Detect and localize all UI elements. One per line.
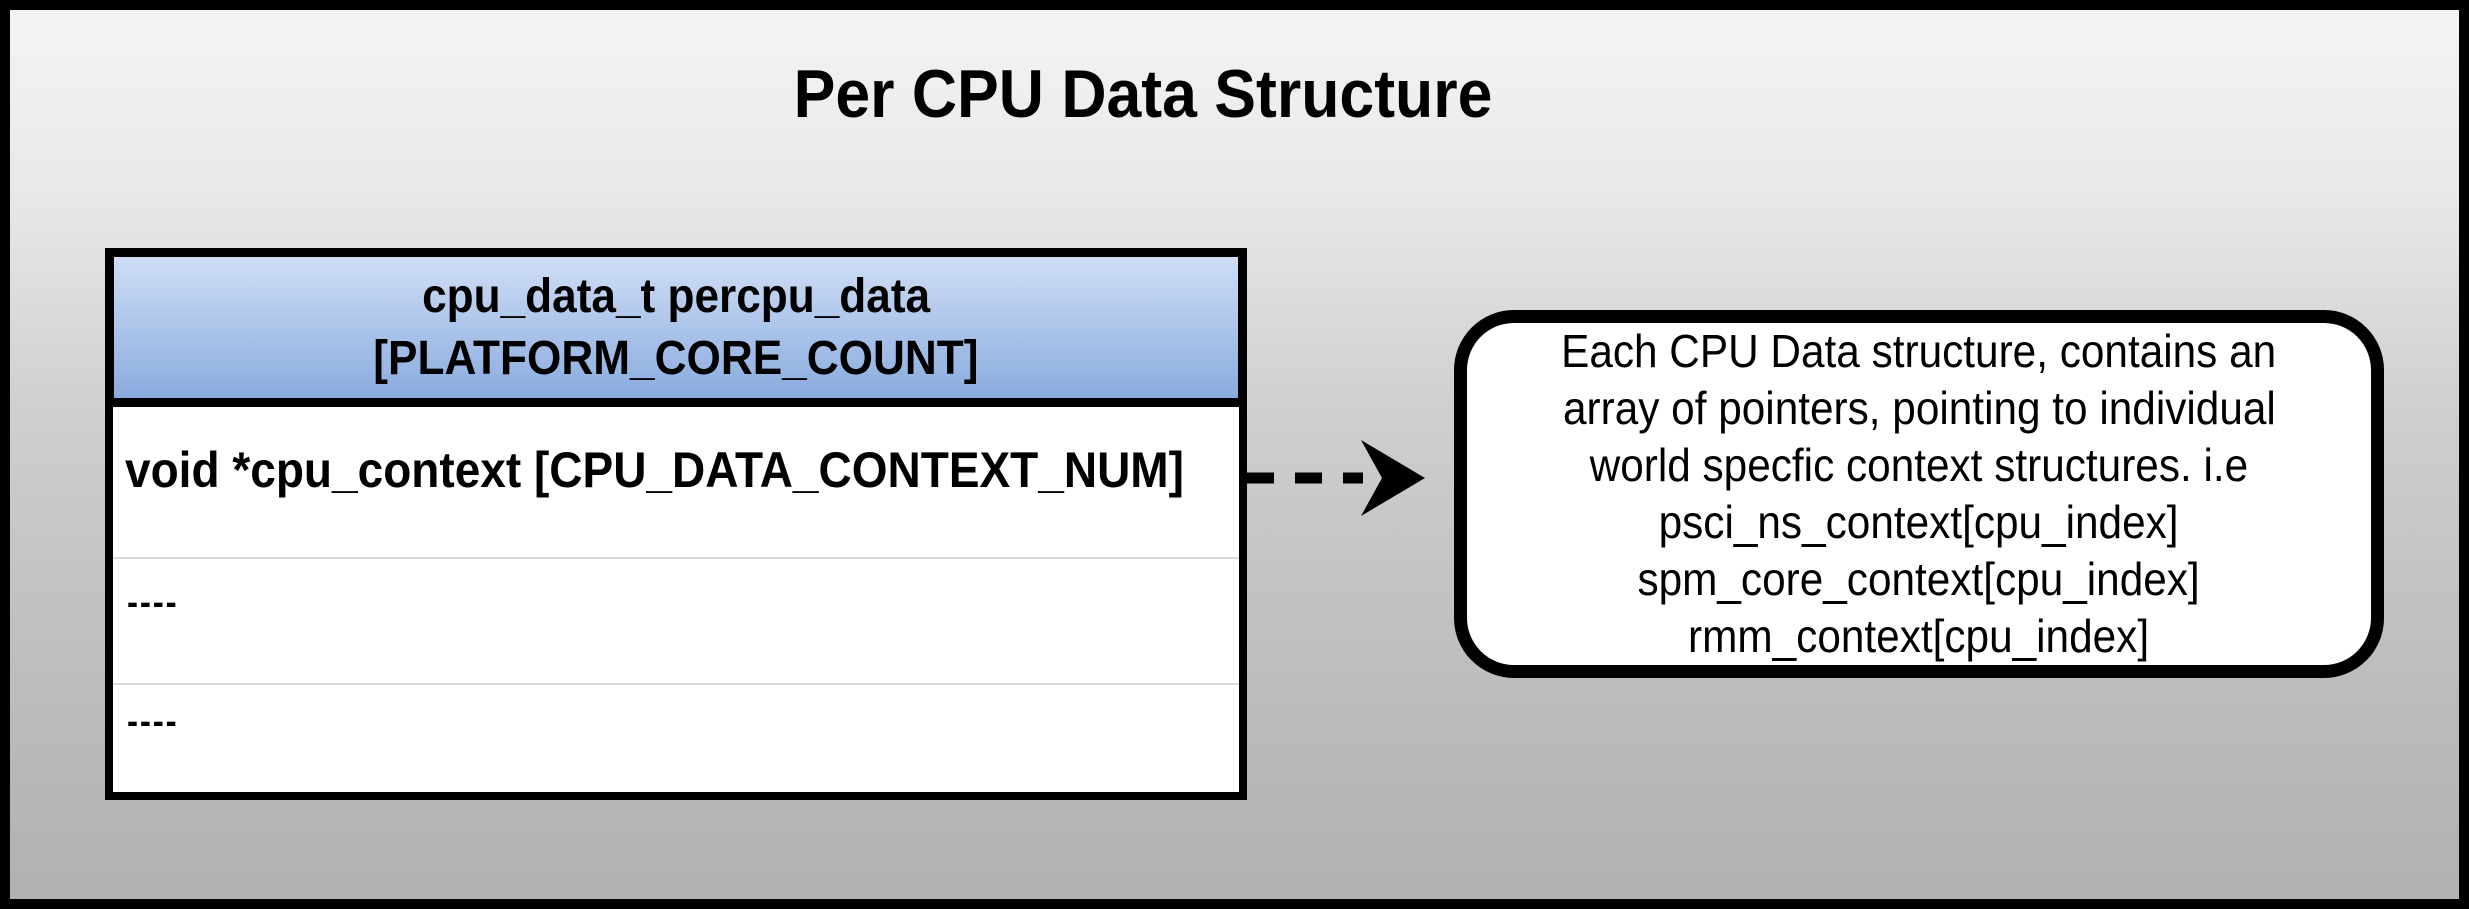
table-row-placeholder-1: ---- bbox=[113, 557, 1239, 683]
cpu-data-table: cpu_data_t percpu_data [PLATFORM_CORE_CO… bbox=[105, 248, 1247, 800]
note-line: array of pointers, pointing to individua… bbox=[1562, 382, 2276, 434]
note-line: spm_core_context[cpu_index] bbox=[1637, 553, 2201, 605]
table-header-line-1: cpu_data_t percpu_data bbox=[421, 269, 930, 323]
note-line: world specfic context structures. i.e bbox=[1589, 439, 2249, 491]
note-line: psci_ns_context[cpu_index] bbox=[1659, 496, 2179, 548]
table-row-placeholder-1-label: ---- bbox=[127, 581, 179, 622]
cpu-data-table-body: void *cpu_context [CPU_DATA_CONTEXT_NUM]… bbox=[105, 407, 1247, 800]
diagram-title-text: Per CPU Data Structure bbox=[793, 56, 1493, 132]
table-header-line-2: [PLATFORM_CORE_COUNT] bbox=[373, 331, 979, 385]
note-line: rmm_context[cpu_index] bbox=[1688, 610, 2150, 662]
note-line: Each CPU Data structure, contains an bbox=[1561, 325, 2277, 377]
arrow-head-icon bbox=[1361, 440, 1425, 516]
annotation-note: Each CPU Data structure, contains an arr… bbox=[1454, 310, 2384, 678]
dashed-arrow-icon bbox=[1247, 440, 1425, 516]
table-row-placeholder-2-label: ---- bbox=[127, 700, 179, 741]
table-row-placeholder-2: ---- bbox=[113, 683, 1239, 792]
table-row-cpu-context-label: void *cpu_context [CPU_DATA_CONTEXT_NUM] bbox=[125, 442, 1184, 498]
cpu-data-table-header: cpu_data_t percpu_data [PLATFORM_CORE_CO… bbox=[105, 248, 1247, 407]
table-row-cpu-context: void *cpu_context [CPU_DATA_CONTEXT_NUM] bbox=[113, 407, 1239, 557]
diagram-title: Per CPU Data Structure bbox=[763, 60, 1523, 128]
